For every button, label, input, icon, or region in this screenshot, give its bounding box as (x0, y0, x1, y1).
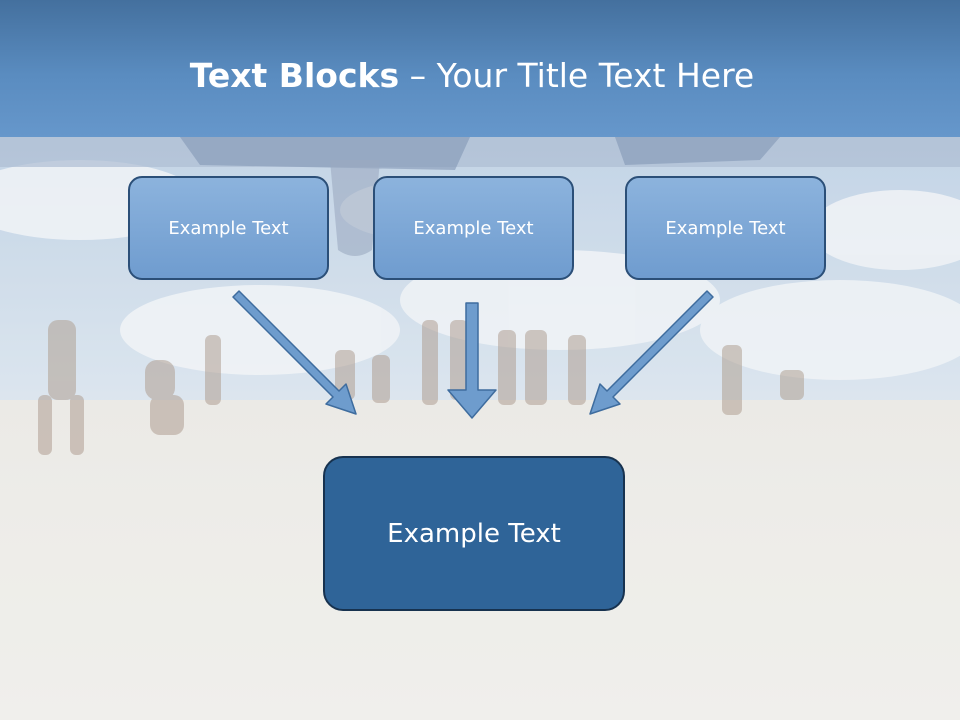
text-box-center-label: Example Text (413, 217, 534, 239)
title-bar: Text Blocks – Your Title Text Here (0, 0, 960, 137)
text-box-left[interactable]: Example Text (128, 176, 329, 280)
arrow-left (232, 290, 357, 415)
arrow-right (589, 290, 714, 415)
title-regular-text: Your Title Text Here (436, 56, 755, 95)
text-box-center[interactable]: Example Text (373, 176, 574, 280)
slide-title: Text Blocks – Your Title Text Here (0, 54, 944, 98)
main-text-box[interactable]: Example Text (323, 456, 625, 611)
title-separator: – (399, 56, 437, 95)
text-box-left-label: Example Text (168, 217, 289, 239)
title-bold-text: Text Blocks (189, 56, 400, 95)
text-box-right-label: Example Text (665, 217, 786, 239)
arrow-center (447, 302, 497, 419)
main-text-box-label: Example Text (387, 518, 561, 549)
text-box-right[interactable]: Example Text (625, 176, 826, 280)
